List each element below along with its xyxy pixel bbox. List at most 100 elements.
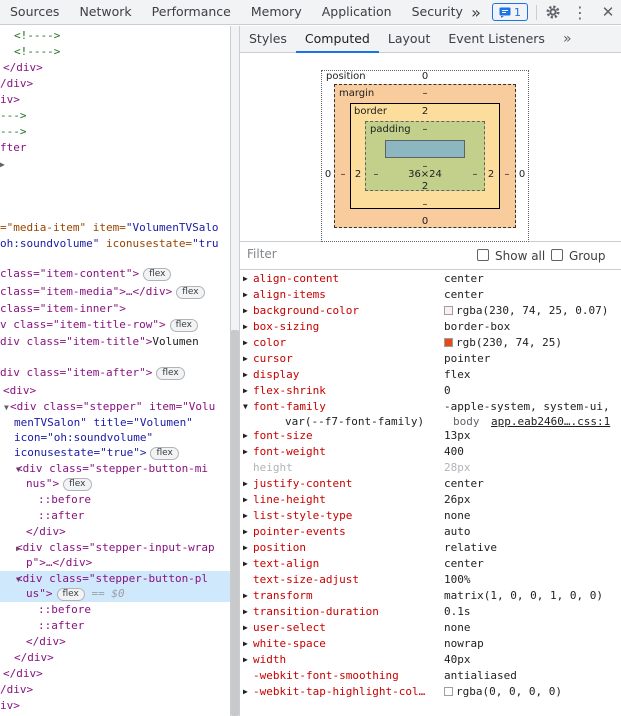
dom-node[interactable]: ::after — [38, 509, 85, 522]
dom-node[interactable]: ▶<div class="stepper-input-wrap — [0, 540, 230, 556]
flex-badge[interactable]: flex — [169, 319, 198, 332]
dom-node[interactable]: <!----> — [14, 45, 61, 58]
dom-node[interactable]: nus">flex — [0, 476, 230, 492]
computed-property-row[interactable]: ▼font-family-apple-system, system-ui, — [240, 399, 621, 415]
padding-left-value[interactable]: – — [373, 169, 379, 180]
expand-arrow-icon[interactable]: ▶ — [243, 543, 248, 552]
tab-application[interactable]: Application — [321, 3, 392, 19]
show-all-checkbox[interactable] — [477, 249, 489, 261]
collapse-arrow-icon[interactable]: ▼ — [16, 465, 21, 474]
expand-arrow-icon[interactable]: ▶ — [243, 687, 248, 696]
dom-node[interactable]: oh:soundvolume" iconusestate="tru — [0, 237, 219, 250]
expand-arrow-icon[interactable]: ▶ — [243, 527, 248, 536]
margin-left-value[interactable]: – — [340, 169, 346, 180]
dom-node[interactable]: class="item-inner"> — [0, 302, 126, 315]
more-options-icon[interactable]: ⋮ — [572, 2, 588, 22]
group-checkbox[interactable] — [551, 249, 563, 261]
dom-node[interactable]: ---> — [0, 109, 27, 122]
expand-arrow-icon[interactable]: ▶ — [243, 591, 248, 600]
expand-arrow-icon[interactable]: ▶ — [243, 607, 248, 616]
dom-node[interactable]: v class="item-title-row">flex — [0, 317, 230, 333]
position-right-value[interactable]: 0 — [518, 169, 526, 180]
expand-arrow-icon[interactable]: ▶ — [0, 160, 5, 169]
more-sidebar-tabs-button[interactable]: » — [562, 31, 572, 47]
elements-scrollbar[interactable] — [231, 330, 239, 716]
tab-security[interactable]: Security — [411, 3, 463, 19]
dom-node[interactable]: <div> — [3, 384, 37, 397]
expand-arrow-icon[interactable]: ▶ — [243, 322, 248, 331]
dom-node[interactable]: class="item-content">flex — [0, 266, 230, 282]
dom-node[interactable]: ::before — [38, 493, 91, 506]
dom-node-selected[interactable]: us">flex == $0 — [0, 586, 230, 602]
dom-node[interactable]: p">…</div> — [26, 556, 93, 569]
padding-bottom-value[interactable]: – — [422, 161, 428, 172]
tab-event-listeners[interactable]: Event Listeners — [448, 31, 545, 46]
flex-badge[interactable]: flex — [176, 286, 205, 299]
dom-node[interactable]: /div> — [0, 77, 34, 90]
dom-node[interactable]: </div> — [26, 635, 66, 648]
computed-property-row[interactable]: ▶-webkit-tap-highlight-col…rgba(0, 0, 0,… — [240, 684, 621, 700]
dom-node[interactable]: fter — [0, 141, 27, 154]
color-swatch-icon[interactable] — [444, 338, 453, 347]
expand-arrow-icon[interactable]: ▶ — [243, 447, 248, 456]
position-top-value[interactable]: 0 — [421, 71, 429, 82]
margin-bottom-value[interactable]: – — [422, 199, 428, 210]
tab-network[interactable]: Network — [79, 3, 132, 19]
tab-performance[interactable]: Performance — [151, 3, 231, 19]
dom-node[interactable]: iconusestate="true">flex — [0, 445, 230, 461]
flex-badge[interactable]: flex — [143, 268, 172, 281]
dom-node-selected[interactable]: ▼<div class="stepper-button-pl — [0, 571, 230, 587]
expand-arrow-icon[interactable]: ▶ — [243, 559, 248, 568]
dom-node[interactable]: ::after — [38, 619, 85, 632]
filter-input[interactable] — [247, 247, 467, 261]
expand-arrow-icon[interactable]: ▶ — [243, 354, 248, 363]
expand-arrow-icon[interactable]: ▶ — [243, 338, 248, 347]
dom-node[interactable]: /div> — [0, 683, 34, 696]
tab-sources[interactable]: Sources — [10, 3, 60, 19]
expand-arrow-icon[interactable]: ▶ — [243, 274, 248, 283]
more-tabs-button[interactable]: » — [471, 2, 481, 22]
expand-arrow-icon[interactable]: ▶ — [243, 370, 248, 379]
expand-arrow-icon[interactable]: ▶ — [243, 655, 248, 664]
tab-memory[interactable]: Memory — [250, 3, 302, 19]
color-swatch-icon[interactable] — [444, 687, 453, 696]
expand-arrow-icon[interactable]: ▶ — [243, 495, 248, 504]
expand-arrow-icon[interactable]: ▶ — [243, 479, 248, 488]
dom-node[interactable]: </div> — [3, 61, 43, 74]
flex-badge[interactable]: flex — [56, 588, 85, 601]
issues-button[interactable]: 1 — [492, 3, 528, 21]
flex-badge[interactable]: flex — [156, 367, 185, 380]
dom-node[interactable]: div class="item-after">flex — [0, 365, 230, 381]
dom-node-stepper[interactable]: ▼<div class="stepper" item="Volu — [0, 399, 230, 415]
dom-node[interactable]: iv> — [0, 93, 20, 106]
tab-layout[interactable]: Layout — [387, 31, 431, 46]
flex-badge[interactable]: flex — [150, 447, 179, 460]
tab-styles[interactable]: Styles — [249, 31, 287, 46]
settings-button[interactable] — [543, 0, 563, 25]
dom-node[interactable]: </div> — [26, 525, 66, 538]
dom-node[interactable]: </div> — [14, 651, 54, 664]
border-top-value[interactable]: 2 — [421, 106, 429, 117]
expand-arrow-icon[interactable]: ▶ — [243, 623, 248, 632]
margin-top-value[interactable]: – — [422, 88, 428, 99]
trace-source-link[interactable]: app.eab2460….css:1 — [491, 415, 611, 428]
dom-node[interactable]: ▼<div class="stepper-button-mi — [0, 461, 230, 477]
position-bottom-value[interactable]: 0 — [421, 216, 429, 227]
